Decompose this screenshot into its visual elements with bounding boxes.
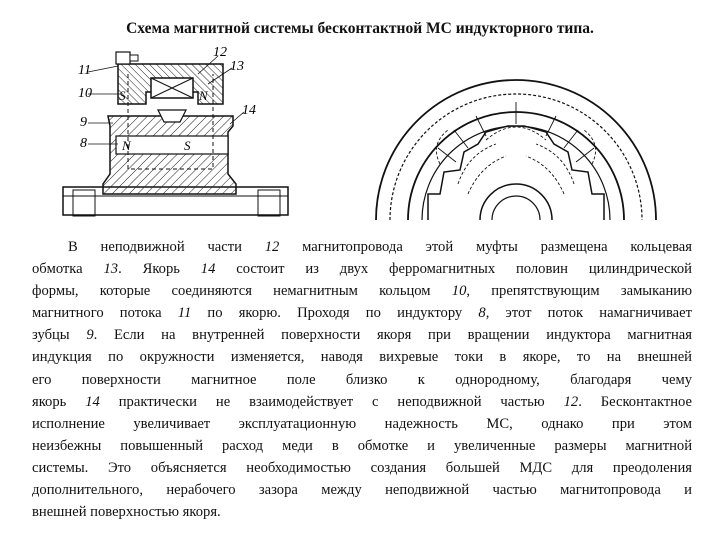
paragraph-line: В неподвижной части 12 магнитопровода эт…: [32, 236, 692, 258]
text-run: по якорю. Проходя по индуктору: [191, 305, 479, 322]
end-view-figure: [368, 44, 663, 226]
callout-13: 13: [230, 59, 244, 74]
text-run: , этот поток намагничивает: [485, 305, 692, 322]
cross-section-figure: 11 10 9 8 12 13 14 S N N S: [58, 44, 293, 226]
paragraph-line: исполнение увеличивает эксплуатационную …: [32, 413, 692, 435]
text-run: неизбежны повышенный расход меди в обмот…: [32, 437, 692, 454]
paragraph-line: индукция по окружности изменяется, навод…: [32, 346, 692, 368]
reference-number: 11: [177, 305, 192, 322]
text-run: , препятствующим замыканию: [466, 283, 692, 300]
text-run: исполнение увеличивает эксплуатационную …: [32, 415, 692, 432]
paragraph-line: неизбежны повышенный расход меди в обмот…: [32, 435, 692, 457]
text-run: . Якорь: [118, 261, 201, 278]
text-run: обмотка: [32, 261, 104, 278]
paragraph-line: его поверхности магнитное поле близко к …: [32, 369, 692, 391]
callout-14: 14: [242, 103, 256, 118]
callout-8: 8: [80, 136, 87, 151]
text-run: практически не взаимодействует с неподви…: [99, 393, 564, 410]
paragraph-line: дополнительного, нерабочего зазора между…: [32, 479, 692, 501]
page-title: Схема магнитной системы бесконтактной МС…: [126, 20, 594, 37]
text-run: В неподвижной части: [68, 239, 265, 255]
paragraph-line: обмотка 13. Якорь 14 состоит из двух фер…: [32, 258, 692, 280]
text-run: магнитного потока: [32, 305, 178, 322]
text-run: формы, которые соединяются немагнитным к…: [32, 283, 452, 300]
pole-n-bottom: N: [121, 138, 132, 153]
text-run: магнитопровода этой муфты размещена коль…: [279, 239, 692, 255]
pole-s-top: S: [119, 88, 126, 103]
text-run: дополнительного, нерабочего зазора между…: [32, 482, 692, 499]
paragraph-line: внешней поверхностью якоря.: [32, 501, 692, 523]
callout-9: 9: [80, 115, 87, 130]
paragraph-line: зубцы 9. Если на внутренней поверхности …: [32, 324, 692, 346]
text-run: индукция по окружности изменяется, навод…: [32, 349, 692, 366]
callout-12: 12: [213, 45, 227, 60]
reference-number: 10: [451, 283, 467, 300]
paragraph-line: якорь 14 практически не взаимодействует …: [32, 391, 692, 413]
paragraph-line: формы, которые соединяются немагнитным к…: [32, 280, 692, 302]
reference-number: 12: [563, 393, 579, 410]
pole-n-top: N: [198, 88, 209, 103]
reference-number: 9: [86, 327, 94, 344]
text-run: зубцы: [32, 327, 87, 344]
text-run: системы. Это объясняется необходимостью …: [32, 459, 692, 476]
paragraph-line: системы. Это объясняется необходимостью …: [32, 457, 692, 479]
reference-number: 12: [264, 239, 280, 255]
reference-number: 14: [85, 393, 100, 410]
text-run: якорь: [32, 393, 86, 410]
reference-number: 13: [103, 261, 119, 278]
paragraph-line: магнитного потока 11 по якорю. Проходя п…: [32, 302, 692, 324]
pole-s-bottom: S: [184, 138, 191, 153]
text-run: . Бесконтактное: [578, 393, 692, 410]
text-run: внешней поверхностью якоря.: [32, 504, 221, 521]
body-paragraph: В неподвижной части 12 магнитопровода эт…: [32, 236, 692, 523]
reference-number: 8: [478, 305, 486, 322]
reference-number: 14: [200, 261, 216, 278]
text-run: состоит из двух ферромагнитных половин ц…: [215, 261, 692, 278]
text-run: . Если на внутренней поверхности якоря п…: [93, 327, 692, 344]
callout-10: 10: [78, 86, 92, 101]
text-run: его поверхности магнитное поле близко к …: [32, 371, 692, 388]
callout-11: 11: [78, 63, 91, 78]
